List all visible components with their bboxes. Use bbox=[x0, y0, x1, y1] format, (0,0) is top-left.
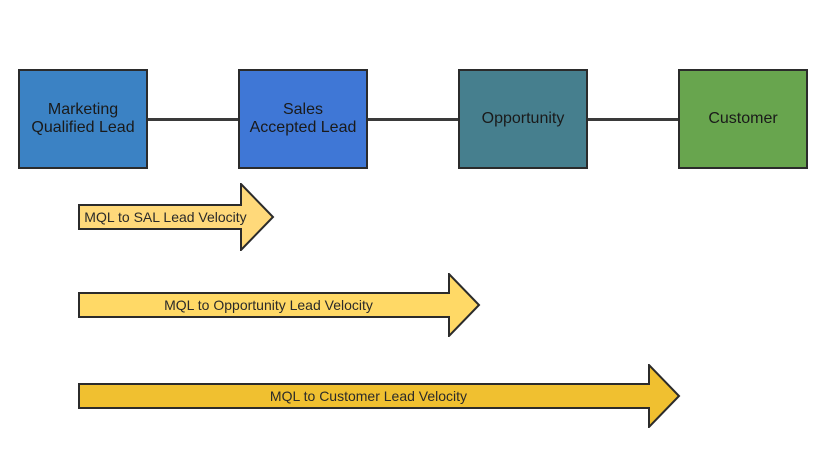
arrow-mql-to-customer-shape bbox=[78, 364, 681, 428]
stage-opportunity: Opportunity bbox=[458, 69, 588, 169]
stage-mql-label: Marketing Qualified Lead bbox=[31, 101, 135, 136]
stage-customer-label: Customer bbox=[708, 110, 778, 127]
arrow-mql-to-opportunity: MQL to Opportunity Lead Velocity bbox=[78, 273, 481, 337]
connector-opportunity-customer bbox=[588, 118, 680, 121]
stage-sal-label: Sales Accepted Lead bbox=[249, 101, 357, 136]
arrow-mql-to-customer: MQL to Customer Lead Velocity bbox=[78, 364, 681, 428]
stage-sal: Sales Accepted Lead bbox=[238, 69, 368, 169]
stage-customer: Customer bbox=[678, 69, 808, 169]
arrow-mql-to-sal-shape bbox=[78, 183, 275, 251]
arrow-mql-to-opportunity-shape bbox=[78, 273, 481, 337]
connector-sal-opportunity bbox=[368, 118, 460, 121]
arrow-mql-to-sal: MQL to SAL Lead Velocity bbox=[78, 183, 275, 251]
arrow-mql-to-opportunity-label: MQL to Opportunity Lead Velocity bbox=[164, 297, 373, 313]
arrow-mql-to-sal-label: MQL to SAL Lead Velocity bbox=[84, 209, 247, 225]
stage-mql: Marketing Qualified Lead bbox=[18, 69, 148, 169]
stage-opportunity-label: Opportunity bbox=[481, 110, 565, 127]
arrow-mql-to-customer-label: MQL to Customer Lead Velocity bbox=[269, 388, 468, 404]
connector-mql-sal bbox=[148, 118, 240, 121]
